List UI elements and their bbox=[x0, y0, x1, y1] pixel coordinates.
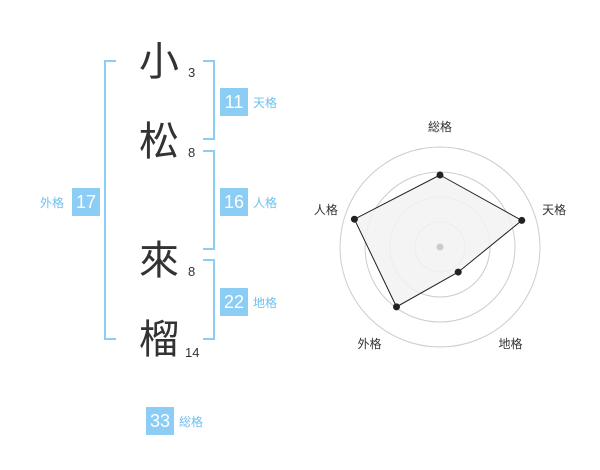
radar-axis-label-1: 総格 bbox=[428, 119, 452, 134]
radar-point-3 bbox=[454, 268, 462, 276]
radar-point-4 bbox=[393, 303, 401, 311]
stroke-count-2: 8 bbox=[188, 145, 196, 160]
radar-polygon bbox=[353, 174, 523, 308]
stroke-count-1: 3 bbox=[188, 65, 196, 80]
name-char-4: 榴 bbox=[139, 317, 179, 363]
radar-ring-4 bbox=[339, 146, 541, 348]
tenkaku-bracket bbox=[203, 60, 215, 140]
soukaku-label: 総格 bbox=[179, 415, 204, 429]
chikaku-value: 22 bbox=[220, 288, 248, 316]
chikaku-bracket bbox=[203, 259, 215, 340]
jinkaku-label: 人格 bbox=[253, 196, 278, 210]
radar-axis-label-3: 地格 bbox=[499, 336, 523, 351]
gaikaku-value: 17 bbox=[72, 188, 100, 216]
radar-point-2 bbox=[518, 216, 526, 224]
radar-point-1 bbox=[436, 171, 444, 179]
name-char-3: 來 bbox=[139, 238, 179, 284]
tenkaku-value: 11 bbox=[220, 88, 248, 116]
jinkaku-bracket bbox=[203, 150, 215, 250]
tenkaku-label: 天格 bbox=[253, 96, 278, 110]
radar-axis-label-2: 天格 bbox=[542, 202, 566, 217]
name-char-1: 小 bbox=[139, 39, 179, 85]
jinkaku-value: 16 bbox=[220, 188, 248, 216]
soukaku-value: 33 bbox=[146, 407, 174, 435]
radar-center-dot bbox=[436, 243, 444, 251]
gaikaku-bracket bbox=[104, 60, 116, 340]
stroke-count-3: 8 bbox=[188, 264, 196, 279]
radar-point-5 bbox=[350, 215, 358, 223]
chikaku-label: 地格 bbox=[253, 296, 278, 310]
radar-axis-label-4: 外格 bbox=[357, 336, 381, 351]
name-char-2: 松 bbox=[139, 119, 179, 165]
gaikaku-label: 外格 bbox=[40, 196, 65, 210]
stroke-count-4: 14 bbox=[185, 345, 200, 360]
radar-axis-label-5: 人格 bbox=[314, 202, 338, 217]
